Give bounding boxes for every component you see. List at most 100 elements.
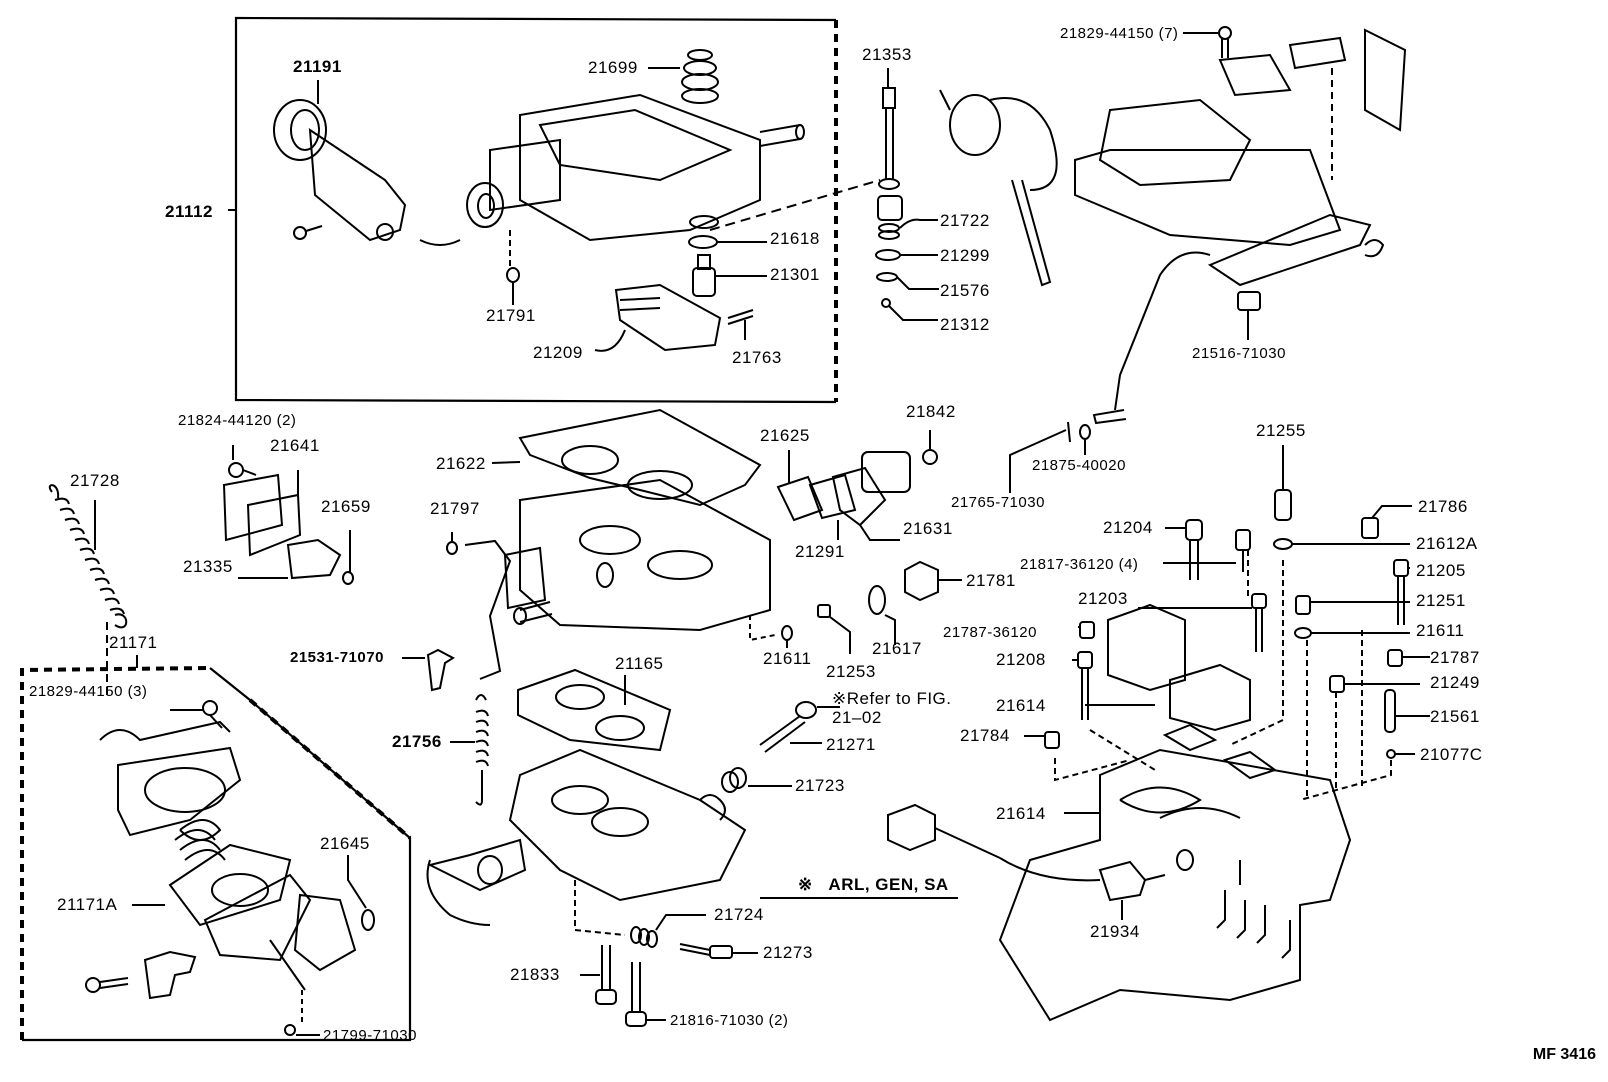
part-21722-spring <box>879 220 938 239</box>
part-21765-pin <box>1010 422 1070 493</box>
part-21312-ball <box>882 299 938 320</box>
part-choke-housing <box>940 30 1405 423</box>
dash-line <box>710 180 880 230</box>
label-21299: 21299 <box>940 246 990 265</box>
part-21797-clip <box>447 532 457 554</box>
part-21833-screw <box>580 945 616 1004</box>
part-21756-spring <box>450 695 488 805</box>
label-21756: 21756 <box>392 732 442 751</box>
label-21728: 21728 <box>70 471 120 490</box>
part-21611-gasket <box>750 615 792 648</box>
part-21617-gasket <box>869 586 895 645</box>
label-21301: 21301 <box>770 265 820 284</box>
label-21787-36120: 21787-36120 <box>943 624 1037 641</box>
footnote-mark: ※ <box>798 875 813 894</box>
label-21799-71030: 21799-71030 <box>323 1027 417 1044</box>
part-21249-plug <box>1330 676 1420 692</box>
label-21614-a: 21614 <box>996 696 1046 715</box>
refer-note: ※Refer to FIG. 21–02 <box>832 689 954 727</box>
label-21763: 21763 <box>732 348 782 367</box>
label-21611-b: 21611 <box>1416 621 1465 640</box>
part-21299-retainer <box>876 250 938 260</box>
part-21077c-ball <box>1387 750 1415 758</box>
part-21291-cover <box>810 475 855 540</box>
label-21253: 21253 <box>826 662 876 681</box>
label-21612a: 21612A <box>1416 534 1478 553</box>
part-21612a-gasket <box>1274 539 1410 549</box>
part-21791-clip <box>507 268 519 305</box>
part-main-body <box>1000 550 1391 1020</box>
part-21786-plug <box>1362 506 1412 538</box>
figure-id: MF 3416 <box>1532 1046 1596 1063</box>
part-21787-36120-plug <box>1078 622 1094 638</box>
part-21618-gasket <box>689 236 767 248</box>
label-21191: 21191 <box>293 57 342 76</box>
label-21312: 21312 <box>940 315 990 334</box>
label-21251: 21251 <box>1416 591 1466 610</box>
label-21208: 21208 <box>996 650 1046 669</box>
label-21209: 21209 <box>533 343 583 362</box>
part-21622-gasket <box>492 410 760 505</box>
part-21824-bolt <box>229 445 256 477</box>
label-21622: 21622 <box>436 454 486 473</box>
label-21165: 21165 <box>615 654 664 673</box>
footnote: ※ ARL, GEN, SA <box>798 876 949 894</box>
label-21171-group: 21171 <box>109 633 158 652</box>
label-21645: 21645 <box>320 834 370 853</box>
part-21273-screw <box>680 944 758 958</box>
label-21203: 21203 <box>1078 589 1128 608</box>
label-21271: 21271 <box>826 735 876 754</box>
part-21191-diaphragm <box>274 80 460 245</box>
label-21784: 21784 <box>960 726 1010 745</box>
part-21875-washer <box>1080 425 1090 455</box>
footnote-text: ARL, GEN, SA <box>828 875 949 894</box>
part-air-horn-body <box>467 95 804 240</box>
label-21614-b: 21614 <box>996 804 1046 823</box>
part-21816-screw <box>626 962 666 1026</box>
label-21273: 21273 <box>763 943 813 962</box>
label-21829-44150-7: 21829-44150 (7) <box>1060 25 1179 42</box>
label-21833: 21833 <box>510 965 560 984</box>
part-21781-plug <box>905 562 962 600</box>
label-21611-a: 21611 <box>763 649 812 668</box>
label-21791: 21791 <box>486 306 536 325</box>
part-21659-ring <box>343 530 353 584</box>
part-21301-needle-valve <box>693 255 767 296</box>
label-21722: 21722 <box>940 211 990 230</box>
label-21516-71030: 21516-71030 <box>1192 345 1286 362</box>
part-21271-screw <box>760 702 840 752</box>
part-21531-lever <box>402 650 453 690</box>
label-21786: 21786 <box>1418 497 1468 516</box>
label-21171a: 21171A <box>57 895 118 914</box>
part-21799-nut <box>285 990 320 1035</box>
throttle-positioner-group-frame <box>22 668 410 1040</box>
part-21204-jet <box>1165 520 1202 580</box>
part-21934-sensor <box>888 805 1165 920</box>
part-21205-jet <box>1394 560 1410 625</box>
part-21209-float <box>595 285 720 351</box>
part-21645-ring <box>348 855 374 930</box>
part-21611b-gasket <box>1295 628 1410 638</box>
part-21842-screw <box>862 430 937 492</box>
label-21824-44120: 21824-44120 (2) <box>178 412 297 429</box>
label-21934: 21934 <box>1090 922 1140 941</box>
part-21784-plug <box>1024 732 1059 748</box>
label-21699: 21699 <box>588 58 638 77</box>
label-21641: 21641 <box>270 436 320 455</box>
label-21112-group: 21112 <box>165 202 213 221</box>
part-slow-jet-block <box>1108 605 1275 778</box>
label-21204: 21204 <box>1103 518 1153 537</box>
part-21165-gasket <box>518 670 670 750</box>
label-21659: 21659 <box>321 497 371 516</box>
part-21516-lever <box>1238 292 1260 340</box>
label-21335: 21335 <box>183 557 233 576</box>
label-21787: 21787 <box>1430 648 1480 667</box>
label-21561: 21561 <box>1430 707 1480 726</box>
label-21781: 21781 <box>966 571 1016 590</box>
label-21291: 21291 <box>795 542 845 561</box>
label-21816-71030: 21816-71030 (2) <box>670 1012 789 1029</box>
label-21576: 21576 <box>940 281 990 300</box>
part-21561-pin <box>1385 690 1430 732</box>
label-21255: 21255 <box>1256 421 1306 440</box>
